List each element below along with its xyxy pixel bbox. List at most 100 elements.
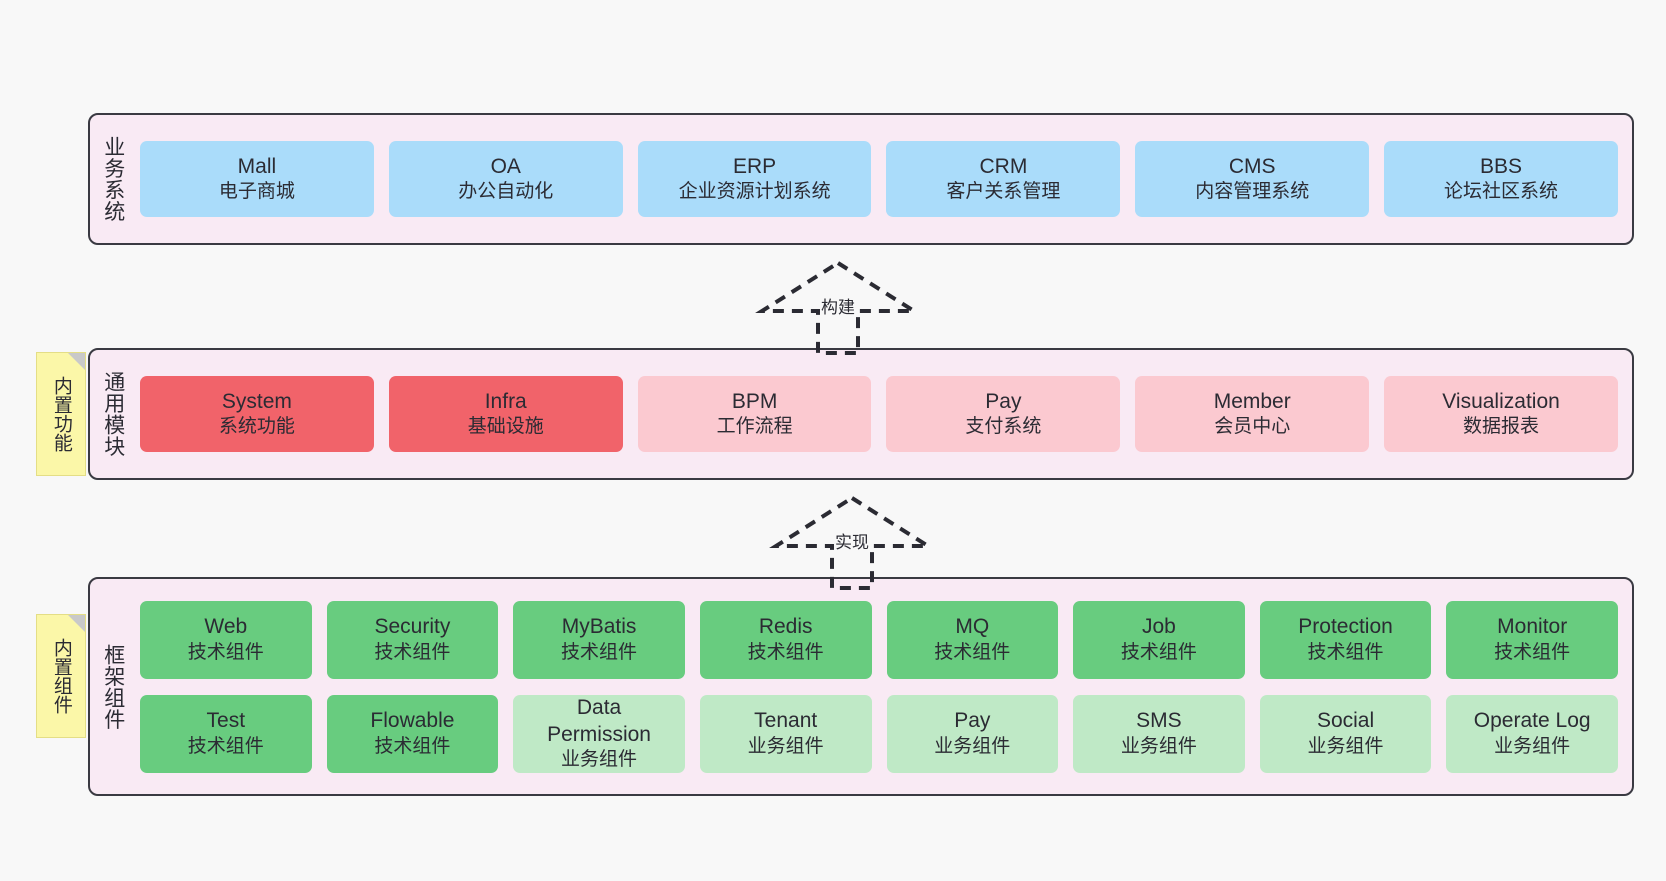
sticky-note-builtin-features: 内置功能 [36, 352, 86, 476]
card-data-permission-name2: Permission [547, 722, 651, 746]
layer-framework-title: 框架组件 [101, 643, 125, 730]
generalization-arrow-build: 构建 [748, 257, 928, 357]
card-tenant[interactable]: Tenant 业务组件 [699, 694, 872, 773]
card-oa-desc: 办公自动化 [458, 181, 554, 203]
card-job-desc: 技术组件 [1120, 641, 1197, 663]
card-member-name: Member [1213, 389, 1291, 413]
card-visualization-desc: 数据报表 [1463, 416, 1540, 438]
card-bpm[interactable]: BPM 工作流程 [637, 376, 872, 452]
card-data-permission-name: Data [576, 696, 622, 720]
card-sms-desc: 业务组件 [1120, 735, 1197, 757]
layer-business-body: Mall 电子商城 OA 办公自动化 ERP 企业资源计划系统 CRM 客户关系… [136, 115, 1632, 243]
card-mq-name: MQ [955, 615, 990, 639]
card-redis[interactable]: Redis 技术组件 [699, 600, 872, 679]
card-operate-log-desc: 业务组件 [1494, 735, 1571, 757]
card-erp[interactable]: ERP 企业资源计划系统 [637, 141, 872, 217]
layer-framework-components: 框架组件 Web 技术组件 Security 技术组件 MyBatis 技术组件… [88, 577, 1634, 796]
card-security-desc: 技术组件 [374, 641, 451, 663]
card-social[interactable]: Social 业务组件 [1259, 694, 1432, 773]
card-monitor-name: Monitor [1497, 615, 1568, 639]
card-pay-module-name: Pay [985, 389, 1022, 413]
layer-common-modules: 通用模块 System 系统功能 Infra 基础设施 BPM 工作流程 Pay… [88, 348, 1634, 480]
card-operate-log[interactable]: Operate Log 业务组件 [1446, 694, 1618, 773]
card-flowable-name: Flowable [370, 709, 455, 733]
framework-card-row-1: Web 技术组件 Security 技术组件 MyBatis 技术组件 Redi… [140, 600, 1618, 679]
card-protection[interactable]: Protection 技术组件 [1259, 600, 1432, 679]
card-pay-module-desc: 支付系统 [965, 416, 1042, 438]
card-sms-name: SMS [1136, 709, 1182, 733]
card-job-name: Job [1142, 615, 1176, 639]
card-oa-name: OA [490, 154, 521, 178]
layer-business-title: 业务系统 [101, 136, 125, 222]
card-tenant-desc: 业务组件 [747, 735, 824, 757]
layer-business-systems: 业务系统 Mall 电子商城 OA 办公自动化 ERP 企业资源计划系统 CRM… [88, 113, 1634, 245]
card-protection-name: Protection [1298, 615, 1393, 639]
layer-common-body: System 系统功能 Infra 基础设施 BPM 工作流程 Pay 支付系统… [136, 350, 1632, 478]
card-job[interactable]: Job 技术组件 [1073, 600, 1245, 679]
card-test[interactable]: Test 技术组件 [140, 694, 312, 773]
card-redis-desc: 技术组件 [747, 641, 824, 663]
card-bpm-name: BPM [731, 389, 778, 413]
card-web[interactable]: Web 技术组件 [140, 600, 312, 679]
card-tenant-name: Tenant [754, 709, 818, 733]
business-card-row: Mall 电子商城 OA 办公自动化 ERP 企业资源计划系统 CRM 客户关系… [140, 141, 1618, 217]
card-data-permission[interactable]: Data Permission 业务组件 [513, 694, 685, 773]
card-mybatis[interactable]: MyBatis 技术组件 [513, 600, 685, 679]
implement-arrow-label: 实现 [835, 533, 869, 552]
card-sms[interactable]: SMS 业务组件 [1073, 694, 1245, 773]
card-mybatis-desc: 技术组件 [561, 641, 638, 663]
card-system-name: System [221, 389, 292, 413]
card-crm[interactable]: CRM 客户关系管理 [886, 141, 1121, 217]
card-member[interactable]: Member 会员中心 [1135, 376, 1370, 452]
card-bbs[interactable]: BBS 论坛社区系统 [1384, 141, 1618, 217]
sticky-note-builtin-components: 内置组件 [36, 614, 86, 738]
card-flowable[interactable]: Flowable 技术组件 [326, 694, 499, 773]
card-pay-module[interactable]: Pay 支付系统 [886, 376, 1121, 452]
card-social-desc: 业务组件 [1307, 735, 1384, 757]
card-infra[interactable]: Infra 基础设施 [388, 376, 623, 452]
card-web-name: Web [204, 615, 248, 639]
card-cms-desc: 内容管理系统 [1195, 181, 1310, 203]
card-redis-name: Redis [758, 615, 813, 639]
card-pay-component[interactable]: Pay 业务组件 [886, 694, 1059, 773]
card-oa[interactable]: OA 办公自动化 [388, 141, 623, 217]
card-monitor-desc: 技术组件 [1494, 641, 1571, 663]
card-security[interactable]: Security 技术组件 [326, 600, 499, 679]
build-arrow-icon [755, 260, 921, 355]
card-test-desc: 技术组件 [187, 735, 264, 757]
framework-card-row-2: Test 技术组件 Flowable 技术组件 Data Permission … [140, 694, 1618, 773]
card-cms[interactable]: CMS 内容管理系统 [1135, 141, 1370, 217]
card-crm-desc: 客户关系管理 [946, 181, 1061, 203]
card-member-desc: 会员中心 [1214, 416, 1291, 438]
card-web-desc: 技术组件 [187, 641, 264, 663]
card-mall-name: Mall [237, 154, 277, 178]
card-security-name: Security [374, 615, 451, 639]
card-flowable-desc: 技术组件 [374, 735, 451, 757]
layer-framework-body: Web 技术组件 Security 技术组件 MyBatis 技术组件 Redi… [136, 579, 1632, 794]
card-cms-name: CMS [1228, 154, 1276, 178]
card-protection-desc: 技术组件 [1307, 641, 1384, 663]
card-pay-component-desc: 业务组件 [934, 735, 1011, 757]
card-operate-log-name: Operate Log [1473, 709, 1591, 733]
build-arrow-label: 构建 [821, 298, 855, 317]
card-crm-name: CRM [979, 154, 1028, 178]
card-data-permission-desc: 业务组件 [561, 748, 638, 770]
card-mall[interactable]: Mall 电子商城 [140, 141, 374, 217]
card-pay-component-name: Pay [954, 709, 991, 733]
card-social-name: Social [1316, 709, 1375, 733]
card-erp-name: ERP [732, 154, 777, 178]
card-visualization-name: Visualization [1442, 389, 1560, 413]
layer-common-title: 通用模块 [101, 371, 125, 457]
card-mq[interactable]: MQ 技术组件 [886, 600, 1059, 679]
card-visualization[interactable]: Visualization 数据报表 [1384, 376, 1618, 452]
card-monitor[interactable]: Monitor 技术组件 [1446, 600, 1618, 679]
card-infra-name: Infra [484, 389, 527, 413]
implement-arrow-icon [769, 495, 935, 590]
card-test-name: Test [206, 709, 246, 733]
common-card-row: System 系统功能 Infra 基础设施 BPM 工作流程 Pay 支付系统… [140, 376, 1618, 452]
card-erp-desc: 企业资源计划系统 [678, 181, 831, 203]
card-system[interactable]: System 系统功能 [140, 376, 374, 452]
card-mybatis-name: MyBatis [561, 615, 637, 639]
card-bpm-desc: 工作流程 [716, 416, 793, 438]
